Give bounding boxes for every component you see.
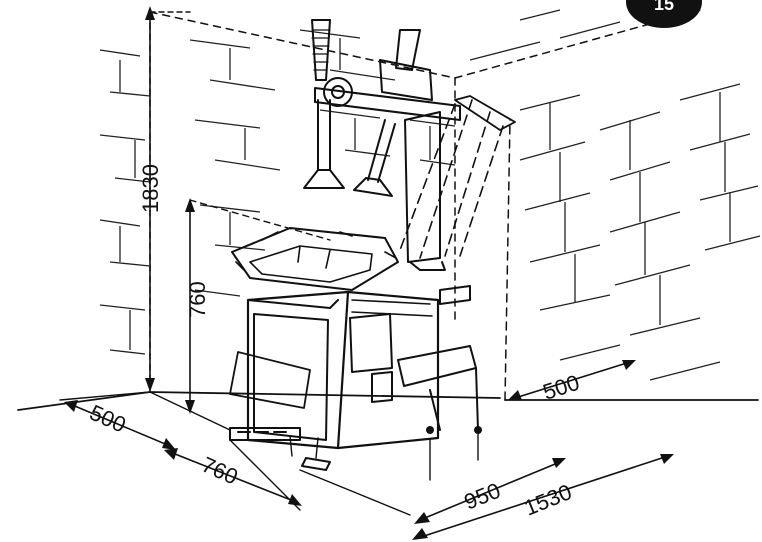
height-table-label: 760 [185,281,210,318]
page-number-badge: 15 [626,0,702,28]
side-wall [454,9,761,381]
width-machine-label: 950 [461,478,504,515]
tyre-changer-machine [229,19,516,471]
width-total-label: 1530 [521,479,576,521]
page-number: 15 [654,0,674,14]
dimension-lines [59,6,674,540]
floor-outline [17,119,759,411]
depth-machine-label: 760 [198,452,242,490]
depth-wall-gap-label: 500 [86,400,130,438]
height-total-label: 1830 [138,164,163,213]
